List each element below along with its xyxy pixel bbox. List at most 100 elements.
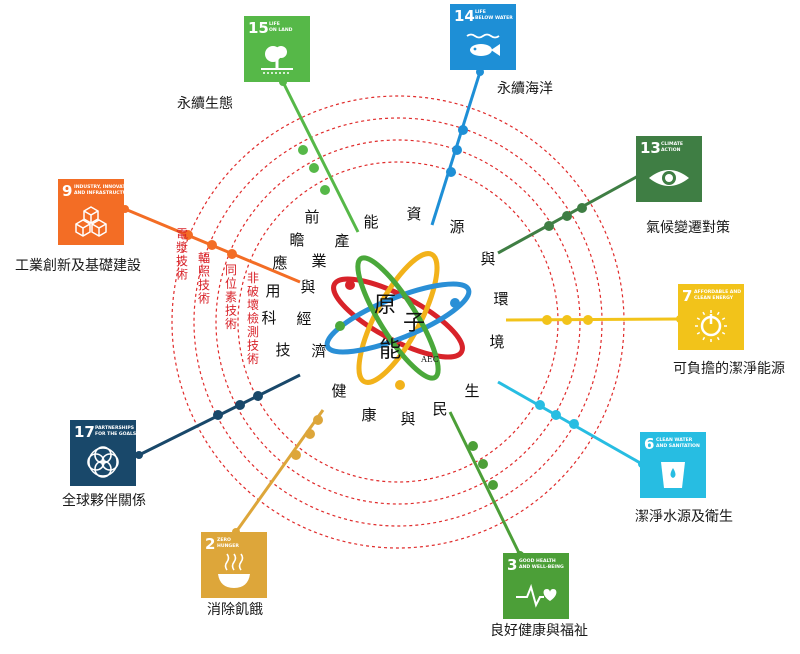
sdg13-node-1 <box>544 221 554 231</box>
ring-char-21: 民 <box>432 400 447 418</box>
tech-label-4-char: 檢 <box>247 311 259 326</box>
bowl-icon <box>218 553 250 588</box>
ring-char-15: 與 <box>480 250 495 268</box>
power-sun-icon <box>695 310 727 342</box>
sdg9-caption: 工業創新及基礎建設 <box>15 257 141 274</box>
sdg2-node-1 <box>291 450 301 460</box>
sdg6-node-1 <box>535 400 545 410</box>
sdg9-node-1 <box>183 230 193 240</box>
orbit-blue <box>324 281 472 355</box>
ring-char-12: 能 <box>363 213 378 231</box>
sdg13-node-3 <box>577 203 587 213</box>
ring-char-3: 產 <box>334 232 349 250</box>
heartbeat-icon <box>516 583 557 608</box>
ring-3 <box>215 139 581 505</box>
sdg14-node-2 <box>452 145 462 155</box>
sdg9-tile <box>58 179 124 245</box>
sdg13-node-2 <box>562 211 572 221</box>
ring-char-18: 健 <box>331 382 346 400</box>
electron-green <box>335 321 345 331</box>
sdg15-node-1 <box>298 145 308 155</box>
sdg2-title-line-2: HUNGER <box>217 543 239 549</box>
sdg3-title-line-1: GOOD HEALTH <box>519 558 556 564</box>
sdg6-node-2 <box>551 410 561 420</box>
ring-1 <box>171 95 625 549</box>
tech-label-4-char: 壞 <box>247 298 259 312</box>
ring-char-16: 環 <box>493 290 508 308</box>
sdg7-node-2 <box>562 315 572 325</box>
ring-char-13: 資 <box>406 205 421 223</box>
logo-char-1: 原 <box>374 293 396 318</box>
tech-label-1-char: 術 <box>176 268 188 282</box>
tech-label-4-char: 非 <box>247 271 259 285</box>
sdg13-title-line-1: CLIMATE <box>661 141 683 147</box>
sdg3-node-2 <box>478 459 488 469</box>
sdg2-caption: 消除飢餓 <box>207 601 263 618</box>
sdg14-node-1 <box>458 125 468 135</box>
orbit-yellow <box>356 251 440 385</box>
sdg15-title-line-1: LIFE <box>269 21 280 27</box>
sdg13-caption: 氣候變遷對策 <box>646 219 730 236</box>
electron-blue <box>450 298 460 308</box>
ring-char-5: 應 <box>272 254 287 272</box>
sdg15-title-line-2: ON LAND <box>269 27 293 33</box>
sdg9-node-3 <box>227 249 237 259</box>
sdg7-number: 7 <box>682 287 692 305</box>
sdg7-node-3 <box>583 315 593 325</box>
ring-2 <box>193 117 603 527</box>
sdg17-node-1 <box>213 410 223 420</box>
sdg2-node-3 <box>313 415 323 425</box>
sdg6-caption: 潔淨水源及衛生 <box>635 509 733 525</box>
ring-char-4: 業 <box>311 252 326 270</box>
ring-char-14: 源 <box>449 218 464 236</box>
ring-char-9: 技 <box>275 341 290 359</box>
sdg14-node-3 <box>446 167 456 177</box>
cubes-icon <box>75 206 107 237</box>
sdg7-title-line-2: CLEAN ENERGY <box>694 295 734 301</box>
sdg15-number: 15 <box>248 19 269 37</box>
sdg3-node-1 <box>488 480 498 490</box>
ring-char-6: 用 <box>265 282 280 300</box>
ring-char-8: 科 <box>261 309 276 327</box>
sdg17-title-line-1: PARTNERSHIPS <box>95 425 134 431</box>
tech-label-4-char: 技 <box>247 339 259 353</box>
tech-label-3-char: 術 <box>225 317 237 331</box>
sdg13-tile <box>636 136 702 202</box>
logo-char-2: 子 <box>403 311 425 336</box>
sdg9-title-line-2: AND INFRASTRUCTURE <box>74 190 133 196</box>
ring-4 <box>237 161 559 483</box>
sdg7-node-1 <box>542 315 552 325</box>
sdg15-node-3 <box>320 185 330 195</box>
atom-logo: 原 子 能 AEC <box>324 251 472 390</box>
tech-label-1-char: 電 <box>176 227 188 241</box>
sdg2-spoke <box>234 409 325 533</box>
tech-label-2-char: 術 <box>198 292 210 306</box>
ring-char-11: 濟 <box>311 342 326 360</box>
ring-char-1: 前 <box>304 208 319 226</box>
water-cup-icon <box>661 462 685 488</box>
rings-icon <box>87 446 119 478</box>
center-ring-text: 前瞻產業應用與科技經濟能資源與環境健康與民生 <box>261 205 508 428</box>
sdg9-node-2 <box>207 240 217 250</box>
tech-label-4-char: 破 <box>247 284 259 299</box>
sdg3-node-3 <box>468 441 478 451</box>
dashed-rings <box>171 95 625 549</box>
ring-char-20: 與 <box>400 410 415 428</box>
sdg17-node-2 <box>235 400 245 410</box>
sdg3-spoke <box>448 411 522 556</box>
sdg14-title-line-1: LIFE <box>475 9 486 15</box>
tech-label-3-char: 素 <box>225 290 237 304</box>
sdg14-number: 14 <box>454 7 475 25</box>
sdg13-title-line-2: ACTION <box>661 147 681 153</box>
ring-char-17: 境 <box>489 333 504 351</box>
